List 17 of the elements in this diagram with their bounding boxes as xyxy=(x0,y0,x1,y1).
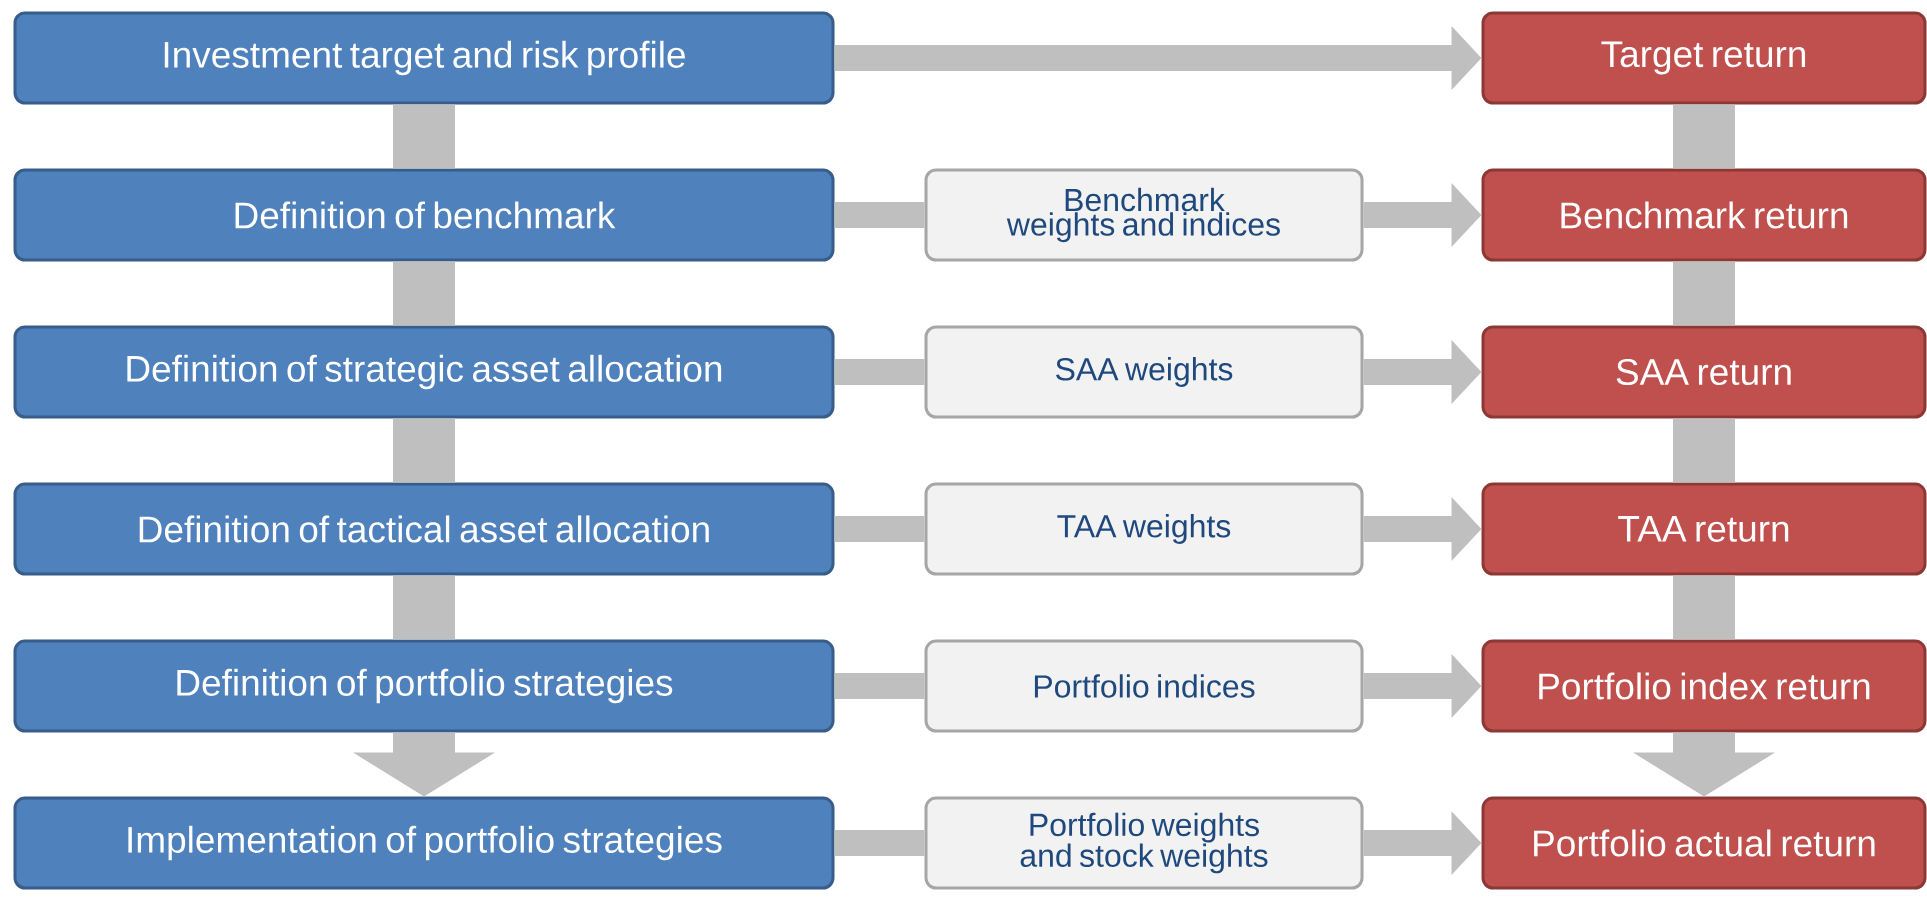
result-box: TAA return xyxy=(1481,482,1927,576)
process-box: Definition of tactical asset allocation xyxy=(13,482,835,576)
data-box: Portfolio weights and stock weights xyxy=(924,796,1364,890)
data-box: SAA weights xyxy=(924,325,1364,419)
process-box: Definition of strategic asset allocation xyxy=(13,325,835,419)
data-box: TAA weights xyxy=(924,482,1364,576)
result-box: Target return xyxy=(1481,11,1927,105)
data-box: Portfolio indices xyxy=(924,639,1364,733)
result-box: Benchmark return xyxy=(1481,168,1927,262)
result-box: Portfolio actual return xyxy=(1481,796,1927,890)
result-box: Portfolio index return xyxy=(1481,639,1927,733)
process-box: Definition of portfolio strategies xyxy=(13,639,835,733)
result-box: SAA return xyxy=(1481,325,1927,419)
process-box: Definition of benchmark xyxy=(13,168,835,262)
process-box: Investment target and risk profile xyxy=(13,11,835,105)
data-box: Benchmark weights and indices xyxy=(924,168,1364,262)
process-box: Implementation of portfolio strategies xyxy=(13,796,835,890)
